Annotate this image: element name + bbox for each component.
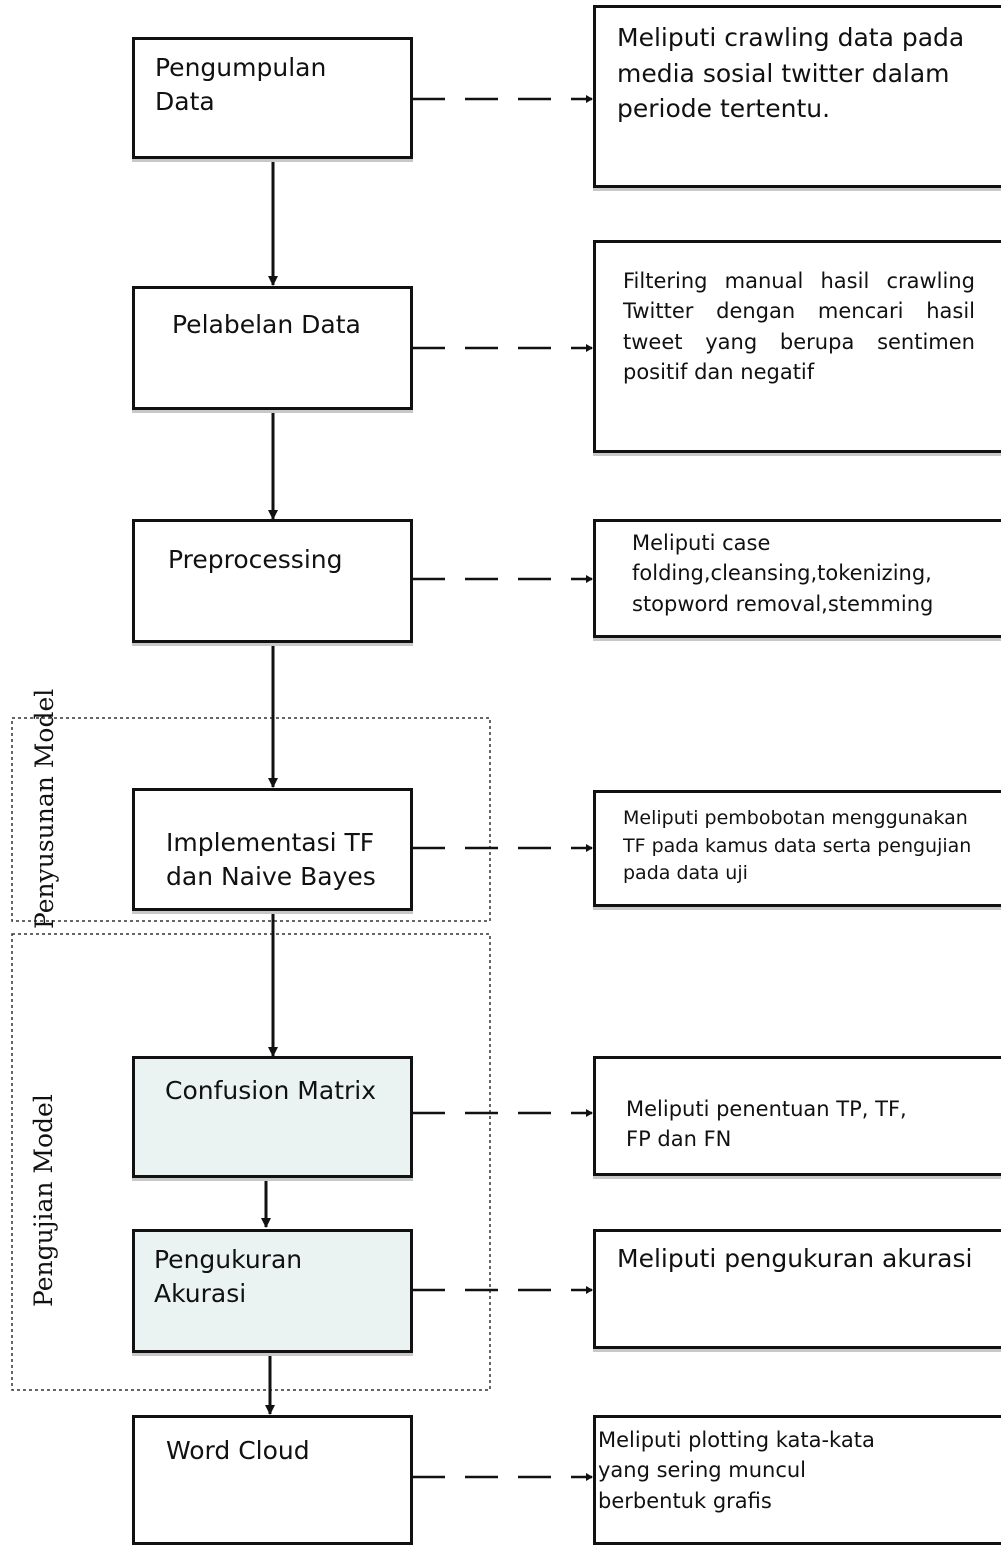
step-label-wordcloud: Word Cloud: [166, 1436, 310, 1465]
step-box-pengumpulan: [132, 37, 413, 159]
desc-box-3: [593, 519, 1001, 638]
step-label-implementasi: Implementasi TF dan Naive Bayes: [166, 828, 376, 891]
desc-text-5: Meliputi penentuan TP, TF, FP dan FN: [626, 1097, 907, 1152]
desc-box-7: [593, 1415, 1001, 1545]
step-box-wordcloud: [132, 1415, 413, 1545]
step-label-pengumpulan: Pengumpulan Data: [155, 53, 327, 116]
desc-text-1: Meliputi crawling data pada media sosial…: [617, 23, 965, 123]
step-box-preprocessing: [132, 519, 413, 643]
desc-box-6: [593, 1229, 1001, 1349]
desc-box-5: [593, 1056, 1001, 1176]
group-label-penyusunan: Penyusunan Model: [30, 688, 59, 929]
group-frame-pengujian: [11, 933, 491, 1391]
step-box-pengukuran: [132, 1229, 413, 1353]
desc-box-1: [593, 5, 1001, 188]
step-box-implementasi: [132, 788, 413, 911]
step-label-confusion: Confusion Matrix: [165, 1076, 377, 1105]
desc-text-7: Meliputi plotting kata-kata yang sering …: [598, 1428, 875, 1513]
step-label-preprocessing: Preprocessing: [168, 545, 343, 574]
desc-text-6: Meliputi pengukuran akurasi: [617, 1244, 973, 1273]
group-frame-penyusunan: [11, 717, 491, 922]
desc-box-4: [593, 790, 1001, 907]
step-box-confusion: [132, 1056, 413, 1178]
desc-text-4: Meliputi pembobotan menggunakan TF pada …: [623, 807, 972, 885]
desc-text-2: Filtering manual hasil crawling Twitter …: [623, 269, 975, 385]
step-box-pelabelan: [132, 286, 413, 410]
desc-text-3: Meliputi case folding,cleansing,tokenizi…: [632, 531, 934, 616]
desc-box-2: [593, 240, 1001, 453]
group-label-pengujian: Pengujian Model: [29, 1094, 58, 1307]
step-label-pengukuran: Pengukuran Akurasi: [154, 1245, 303, 1308]
step-label-pelabelan: Pelabelan Data: [172, 310, 361, 339]
